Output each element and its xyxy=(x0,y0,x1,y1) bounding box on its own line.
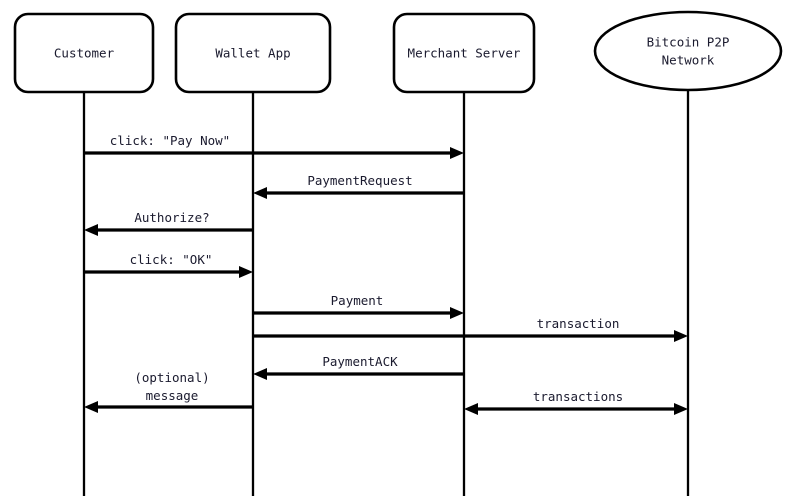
arrow-head-m3-left xyxy=(84,224,98,236)
arrow-head-m4-right xyxy=(239,266,253,278)
lifelines-group xyxy=(82,90,690,496)
arrow-head-m5-right xyxy=(450,307,464,319)
message-label-m2: PaymentRequest xyxy=(307,173,412,188)
message-payment-ack[interactable]: PaymentACK xyxy=(253,354,464,380)
message-label-m9: transactions xyxy=(533,389,623,404)
participant-label-customer: Customer xyxy=(54,46,115,61)
arrow-head-m1-right xyxy=(450,147,464,159)
arrow-head-m9-right xyxy=(674,403,688,415)
participant-label-bitcoin-line2: Network xyxy=(662,53,715,68)
message-label-m8-line2: message xyxy=(146,388,199,403)
message-payment-request[interactable]: PaymentRequest xyxy=(253,173,464,199)
message-click-pay-now[interactable]: click: "Pay Now" xyxy=(84,133,464,159)
participant-box-customer[interactable] xyxy=(13,12,155,94)
participant-box-merchant[interactable] xyxy=(392,12,536,94)
message-label-m6: transaction xyxy=(537,316,620,331)
message-click-ok[interactable]: click: "OK" xyxy=(84,252,253,278)
message-payment[interactable]: Payment xyxy=(253,293,464,319)
message-label-m1: click: "Pay Now" xyxy=(110,133,230,148)
arrow-head-m8-left xyxy=(84,401,98,413)
participant-label-wallet: Wallet App xyxy=(215,46,290,61)
participant-bitcoin[interactable]: Bitcoin P2P Network xyxy=(593,10,783,92)
participant-wallet[interactable]: Wallet App xyxy=(174,12,332,94)
arrow-head-m7-left xyxy=(253,368,267,380)
message-label-m5: Payment xyxy=(331,293,384,308)
participant-box-wallet[interactable] xyxy=(174,12,332,94)
arrow-head-m2-left xyxy=(253,187,267,199)
participant-merchant[interactable]: Merchant Server xyxy=(392,12,536,94)
message-label-m4: click: "OK" xyxy=(130,252,213,267)
message-transactions[interactable]: transactions xyxy=(464,389,688,415)
participant-customer[interactable]: Customer xyxy=(13,12,155,94)
message-transaction[interactable]: transaction xyxy=(253,316,688,342)
message-label-m8-line1: (optional) xyxy=(134,370,209,385)
message-label-m7: PaymentACK xyxy=(322,354,398,369)
arrow-head-m6-right xyxy=(674,330,688,342)
message-authorize[interactable]: Authorize? xyxy=(84,210,253,236)
participant-label-merchant: Merchant Server xyxy=(408,46,521,61)
participant-ellipse-bitcoin[interactable] xyxy=(593,10,783,92)
participant-label-bitcoin-line1: Bitcoin P2P xyxy=(647,35,730,50)
message-optional-message[interactable]: (optional) message xyxy=(84,370,253,413)
message-label-m3: Authorize? xyxy=(134,210,209,225)
arrow-head-m9-left xyxy=(464,403,478,415)
